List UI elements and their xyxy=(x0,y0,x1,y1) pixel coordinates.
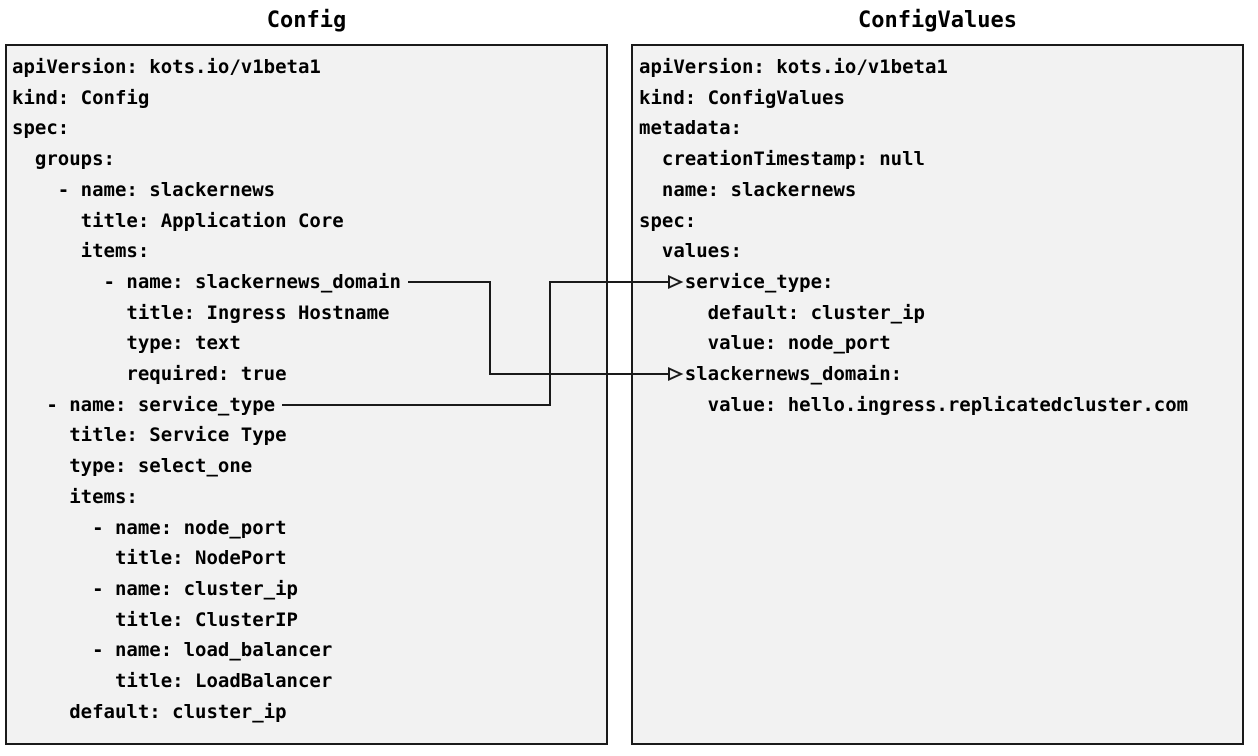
configvalues-yaml-panel: apiVersion: kots.io/v1beta1 kind: Config… xyxy=(631,44,1244,745)
config-yaml-panel: apiVersion: kots.io/v1beta1 kind: Config… xyxy=(5,44,608,745)
configvalues-yaml-code: apiVersion: kots.io/v1beta1 kind: Config… xyxy=(639,56,1189,416)
config-yaml-code: apiVersion: kots.io/v1beta1 kind: Config… xyxy=(12,56,401,723)
configvalues-panel-title: ConfigValues xyxy=(858,8,1017,33)
config-panel-title: Config xyxy=(266,8,347,33)
